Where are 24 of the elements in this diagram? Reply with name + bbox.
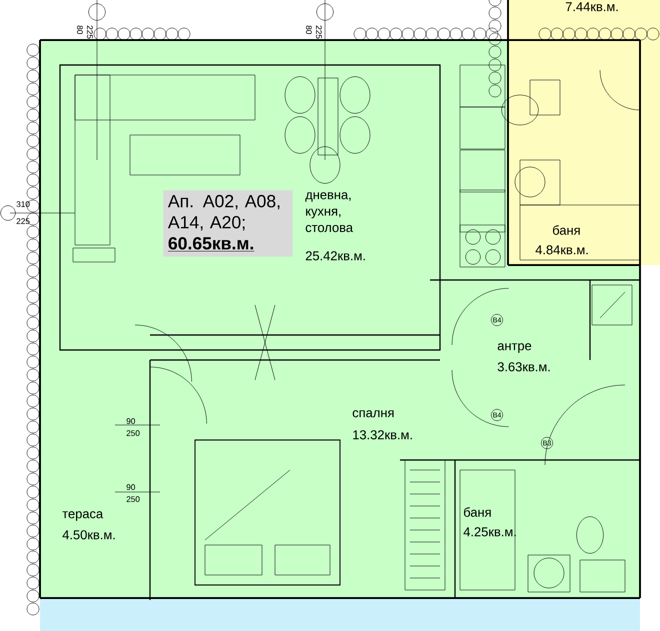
room-label: баня — [464, 507, 491, 517]
dimension-label: 90 — [126, 484, 136, 490]
info-box: Ап. A02, A08, A14, A20; 60.65кв.м. — [163, 190, 293, 257]
room-label: дневна, кухня, столова — [305, 192, 353, 232]
area-label: 13.32кв.м. — [353, 430, 412, 440]
dimension-label: 90 — [126, 418, 136, 424]
dimension-label: 225 — [316, 26, 322, 39]
dimension-label: 310 — [16, 201, 30, 208]
room-label: антре — [498, 343, 532, 353]
area-label: 4.50кв.м. — [62, 530, 115, 540]
dimension-label: 250 — [126, 430, 140, 436]
room-label: спалня — [352, 410, 394, 418]
area-label: 7.44кв.м. — [566, 2, 618, 12]
dimension-label: 80 — [306, 26, 312, 34]
area-label: 3.63кв.м. — [498, 362, 550, 372]
dimension-label: 225 — [16, 218, 30, 224]
room-label: баня — [553, 225, 580, 235]
area-label: 25.42кв.м. — [306, 251, 365, 260]
area-label: 4.84кв.м. — [536, 245, 588, 254]
dimension-label: 80 — [76, 26, 83, 34]
area-label: 4.25кв.м. — [464, 527, 516, 536]
dimension-label: 225 — [86, 26, 93, 39]
room-label: тераса — [62, 511, 104, 521]
dimension-label: 250 — [126, 496, 140, 502]
